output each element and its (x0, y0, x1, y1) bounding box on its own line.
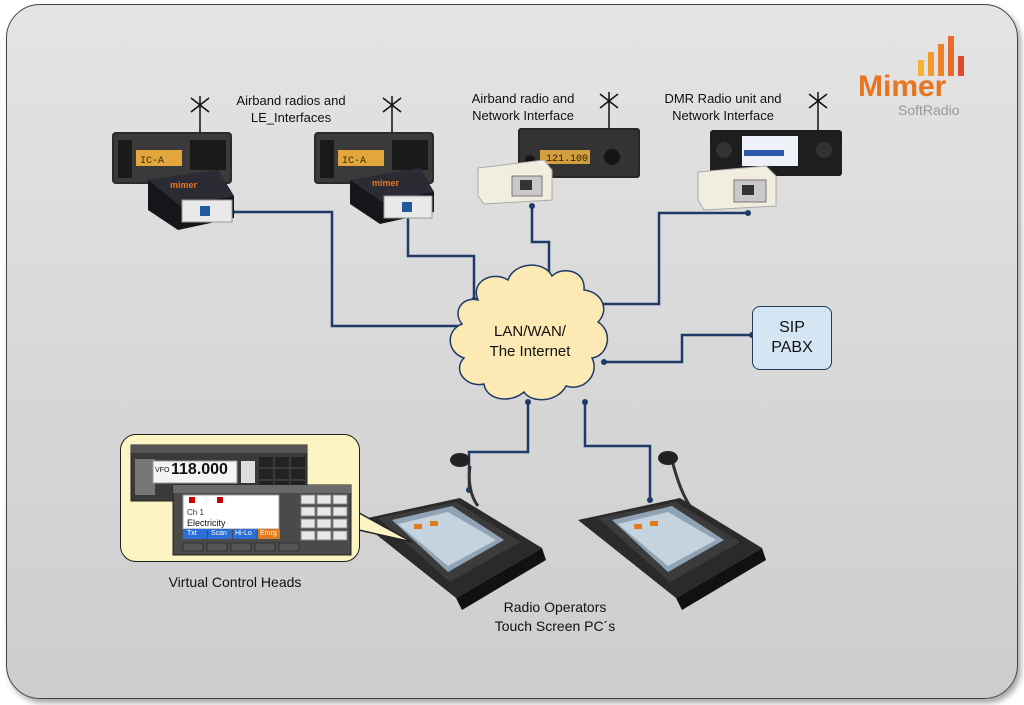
dmr-radio (697, 130, 842, 211)
link-operator1 (467, 402, 530, 490)
link-operator2 (583, 402, 652, 500)
link-sip (604, 333, 752, 364)
antenna-icon (599, 92, 619, 134)
channel-name: Electricity (187, 518, 226, 528)
antenna-icon (808, 92, 828, 134)
vfo-frequency: 118.000 (171, 461, 228, 478)
radio-freq-text: 121.100 (546, 154, 588, 165)
vfo-label: VFO (155, 467, 170, 474)
link-radio3 (530, 206, 551, 276)
vch-button-scan: Scan (211, 530, 227, 537)
vch-button-txt: Txt (187, 530, 197, 537)
svg-text:mimer: mimer (372, 178, 400, 188)
logo-name: Mimer (858, 70, 947, 103)
airband-radio-2: IC-A mimer (314, 132, 434, 224)
network-interface-box (477, 159, 553, 205)
airband-radio-1: IC-A mimer (112, 132, 234, 230)
radio-display-text: IC-A (342, 156, 366, 167)
le-interface-box: mimer (350, 168, 434, 224)
mimer-logo-icon (918, 36, 964, 76)
vch-button-emrg: Emrg (260, 530, 277, 537)
svg-text:mimer: mimer (170, 180, 198, 190)
link-radio1 (232, 210, 466, 328)
internet-cloud (449, 264, 609, 401)
operator-console-1 (358, 453, 546, 610)
vch-screens (130, 444, 352, 556)
link-dmr (580, 211, 748, 306)
virtual-control-heads-callout: VFO 118.000 Ch 1 Electricity Txt Scan Hi… (120, 434, 360, 562)
virtual-control-heads-label: Virtual Control Heads (168, 574, 302, 590)
cloud-label: LAN/WAN/The Internet (489, 323, 571, 360)
airband-radio-network: 121.100 (477, 128, 640, 205)
le-interface-box: mimer (148, 170, 234, 230)
radio-display-text: IC-A (140, 156, 164, 167)
logo-subtitle: SoftRadio (898, 102, 960, 118)
link-radio2 (406, 208, 476, 300)
network-interface-box (697, 165, 777, 211)
vch-button-hilo: Hi-Lo (235, 530, 252, 537)
channel-label: Ch 1 (187, 508, 204, 517)
operator-console-2 (578, 451, 766, 610)
